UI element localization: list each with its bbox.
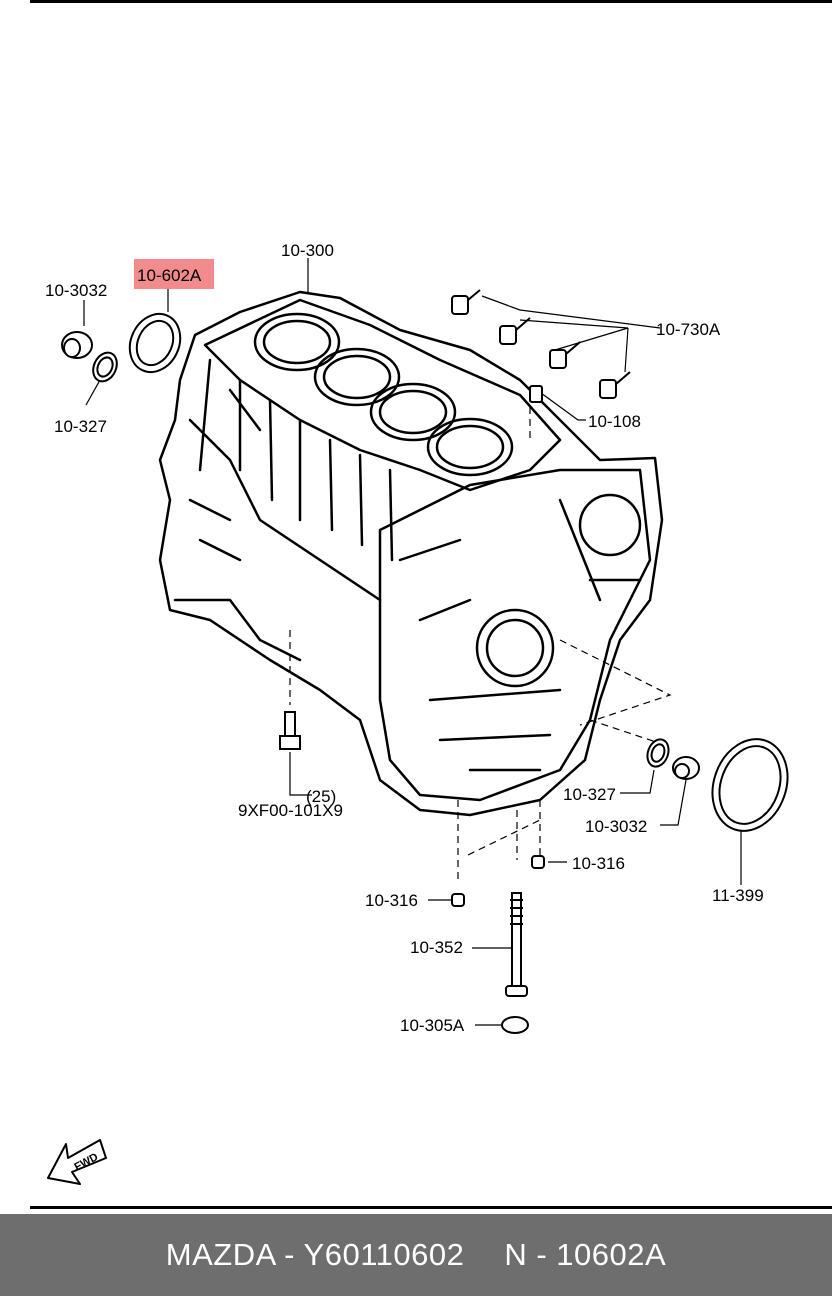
label-bolt-qty: (25) — [306, 787, 336, 806]
plug-10-3032-left — [61, 331, 93, 359]
plug-10-3032-right — [672, 756, 700, 780]
dowel-pins-10-730A — [451, 289, 631, 399]
footer-bar: MAZDA - Y60110602 N - 10602A — [0, 1214, 832, 1296]
cylinder-bore-4 — [426, 417, 514, 477]
label-10-602A: 10-602A — [137, 266, 202, 285]
label-9XF00-101X9: 9XF00-101X9 — [238, 801, 343, 820]
plug-10-316-left — [451, 893, 465, 907]
cylinder-bore-2 — [313, 347, 401, 407]
label-10-108: 10-108 — [588, 412, 641, 431]
washer-10-327-left — [92, 351, 118, 383]
crank-bore — [475, 608, 555, 688]
label-10-327-right: 10-327 — [563, 785, 616, 804]
stud-10-352 — [505, 892, 528, 997]
footer-reference: N - 10602A — [504, 1237, 667, 1272]
label-10-3032-right: 10-3032 — [585, 817, 647, 836]
label-10-352: 10-352 — [410, 938, 463, 957]
plug-10-316-right — [531, 855, 545, 869]
label-10-316-left: 10-316 — [365, 891, 418, 910]
cylinder-bore-1 — [253, 312, 341, 372]
label-10-327-left: 10-327 — [54, 417, 107, 436]
top-border — [30, 0, 832, 3]
side-ribs — [188, 358, 394, 602]
block-outline — [158, 290, 664, 817]
footer-part-number: MAZDA - Y60110602 — [165, 1237, 465, 1272]
leader-lines — [83, 258, 742, 1026]
cap-bolt-10-108 — [529, 385, 543, 403]
label-11-399: 11-399 — [712, 886, 764, 905]
fwd-arrow-icon: FWD — [47, 1139, 107, 1185]
front-face — [378, 468, 652, 802]
oil-seal-11-399 — [711, 738, 789, 832]
label-10-730A: 10-730A — [656, 320, 721, 339]
cylinder-bore-3 — [369, 382, 457, 442]
washer-10-327-right — [646, 738, 670, 768]
oil-seal-10-602A — [128, 312, 182, 374]
label-10-316-right: 10-316 — [572, 854, 625, 873]
bottom-border — [30, 1206, 832, 1209]
label-10-305A: 10-305A — [400, 1016, 465, 1035]
cap-10-305A — [501, 1016, 529, 1034]
dashed-leaders — [289, 395, 672, 880]
label-10-300: 10-300 — [281, 241, 334, 260]
label-10-3032-left: 10-3032 — [45, 281, 107, 300]
bolt-9XF00-101X9 — [279, 711, 301, 750]
engine-block-diagram: 10-300 10-602A 10-3032 10-327 10-730A 10… — [45, 241, 789, 1185]
highlight-box — [134, 259, 214, 289]
